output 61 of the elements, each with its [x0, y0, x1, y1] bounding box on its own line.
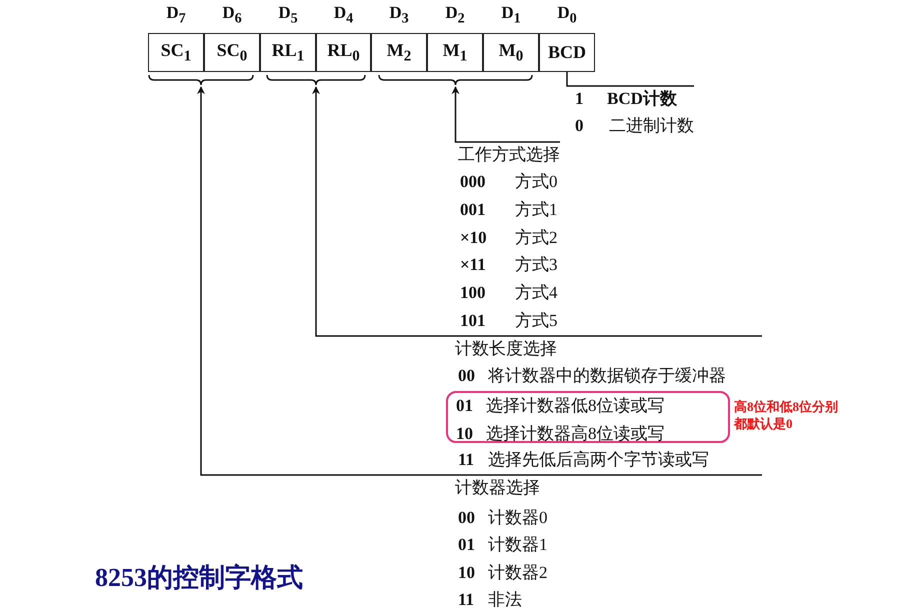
option-code: 00	[458, 508, 475, 528]
note-text: 高8位和低8位分别都默认是0	[734, 398, 839, 432]
bit-label: D$_{3}$	[388, 3, 410, 28]
option-text: 选择计数器高8位读或写	[486, 424, 664, 444]
option-code: 0	[575, 116, 584, 136]
option-text: 方式5	[515, 311, 558, 331]
option-code: BCD计数	[607, 89, 677, 109]
option-code: 100	[460, 283, 486, 303]
option-text: 非法	[488, 590, 522, 610]
option-code: ×11	[460, 255, 486, 275]
register-cell: SC$_{0}$	[204, 33, 260, 72]
option-code: 1	[575, 89, 584, 109]
option-text: 计数器0	[488, 508, 548, 528]
brace	[378, 74, 533, 86]
register-cell: BCD	[539, 33, 595, 72]
option-text: 方式0	[515, 172, 558, 192]
option-code: 000	[460, 172, 486, 192]
register-cell: M$_{0}$	[483, 33, 539, 72]
title: 8253的控制字格式	[95, 562, 303, 594]
option-text: 计数器2	[488, 563, 548, 583]
option-text: 方式3	[515, 255, 558, 275]
brace	[148, 74, 254, 86]
option-text: 将计数器中的数据锁存于缓冲器	[488, 366, 726, 386]
option-code: 001	[460, 200, 486, 220]
option-text: 方式1	[515, 200, 558, 220]
register-cell: SC$_{1}$	[148, 33, 204, 72]
option-text: 选择先低后高两个字节读或写	[488, 450, 709, 470]
option-text: 二进制计数	[609, 116, 694, 136]
bit-label: D$_{0}$	[556, 3, 578, 28]
option-code: 01	[456, 396, 473, 416]
connector-line	[566, 72, 694, 87]
brace	[266, 74, 366, 86]
section-heading: 计数器选择	[455, 478, 540, 498]
bit-label: D$_{4}$	[332, 3, 354, 28]
register-cell: RL$_{0}$	[316, 33, 371, 72]
option-code: 10	[458, 563, 475, 583]
arrow	[197, 86, 548, 476]
option-code: 11	[458, 590, 474, 610]
option-code: 101	[460, 311, 486, 331]
register-cell: M$_{1}$	[427, 33, 483, 72]
section-heading: 计数长度选择	[455, 339, 557, 359]
arrow	[452, 86, 560, 143]
register-cell: M$_{2}$	[371, 33, 427, 72]
option-text: 选择计数器低8位读或写	[486, 396, 664, 416]
option-code: 00	[458, 366, 475, 386]
option-code: 10	[456, 424, 473, 444]
bit-label: D$_{2}$	[444, 3, 466, 28]
bit-label: D$_{5}$	[277, 3, 299, 28]
section-heading: 工作方式选择	[458, 145, 560, 165]
arrow	[312, 86, 726, 337]
option-text: 方式4	[515, 283, 558, 303]
bit-label: D$_{7}$	[165, 3, 187, 28]
register-cell: RL$_{1}$	[260, 33, 316, 72]
highlight-box	[446, 391, 730, 443]
bit-label: D$_{1}$	[500, 3, 522, 28]
bit-label: D$_{6}$	[221, 3, 243, 28]
option-code: 01	[458, 535, 475, 555]
option-text: 方式2	[515, 228, 558, 248]
option-code: ×10	[460, 228, 487, 248]
option-text: 计数器1	[488, 535, 548, 555]
option-code: 11	[458, 450, 474, 470]
